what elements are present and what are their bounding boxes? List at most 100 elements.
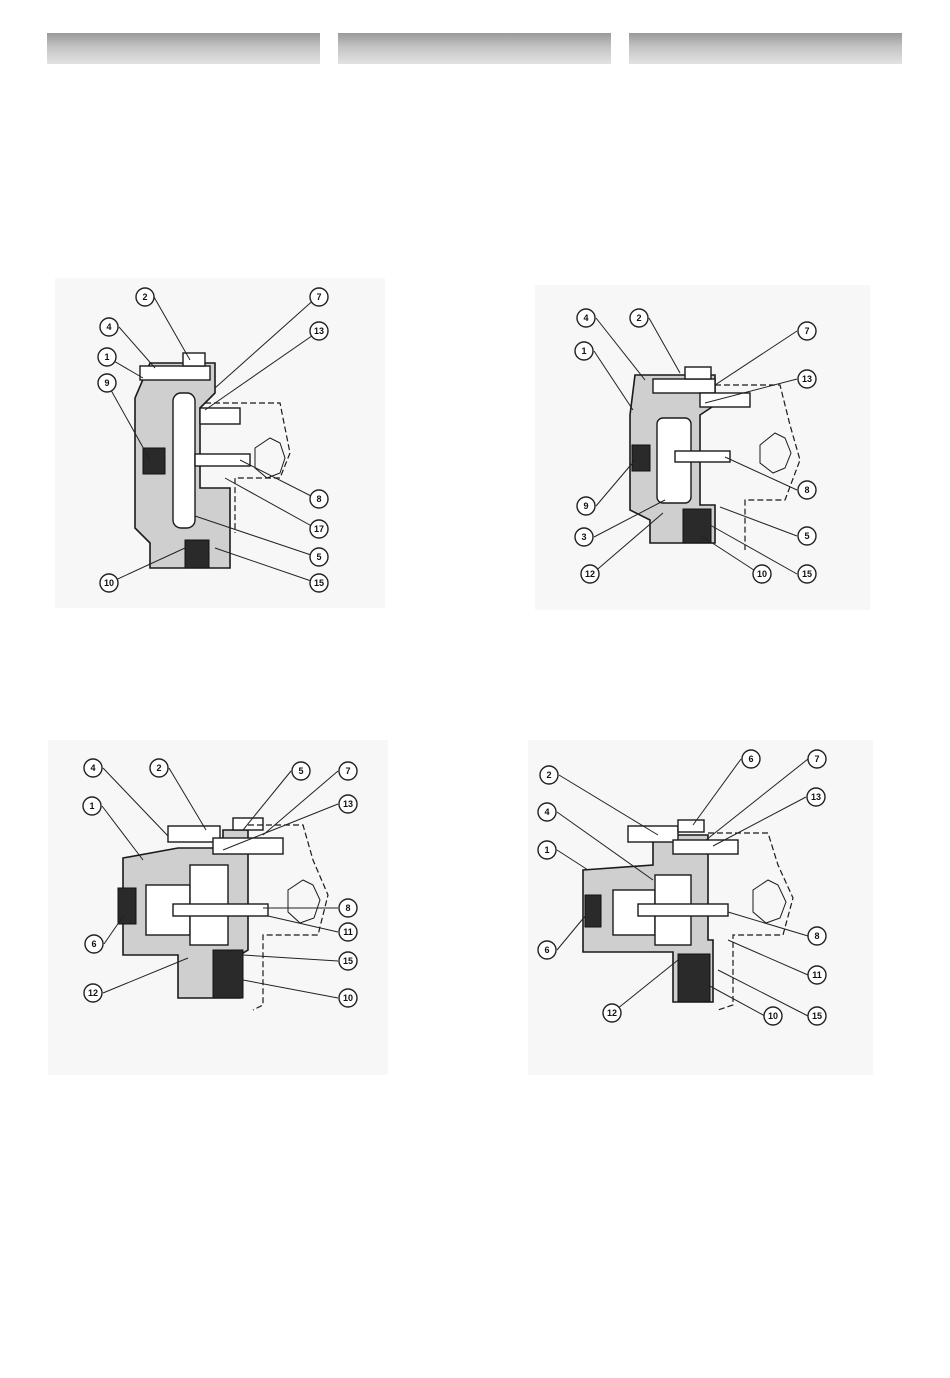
svg-text:15: 15 bbox=[343, 956, 353, 966]
valve-section-drawing-4: 6 7 2 13 4 1 8 6 11 12 10 15 bbox=[528, 740, 873, 1075]
callout-10: 10 bbox=[764, 1007, 782, 1025]
callout-8: 8 bbox=[808, 927, 826, 945]
svg-text:11: 11 bbox=[343, 927, 353, 937]
svg-text:5: 5 bbox=[804, 531, 809, 541]
callout-12: 12 bbox=[581, 565, 599, 583]
valve-body bbox=[630, 367, 750, 543]
callout-1: 1 bbox=[538, 841, 556, 859]
svg-text:1: 1 bbox=[581, 346, 586, 356]
figure-panel-4: 6 7 2 13 4 1 8 6 11 12 10 15 bbox=[528, 740, 873, 1075]
svg-text:11: 11 bbox=[812, 970, 822, 980]
svg-text:15: 15 bbox=[314, 578, 324, 588]
callout-6-top: 6 bbox=[742, 750, 760, 768]
svg-text:2: 2 bbox=[546, 770, 551, 780]
svg-text:5: 5 bbox=[316, 552, 321, 562]
callout-1: 1 bbox=[83, 797, 101, 815]
svg-text:9: 9 bbox=[104, 378, 109, 388]
svg-text:8: 8 bbox=[814, 931, 819, 941]
svg-text:6: 6 bbox=[544, 945, 549, 955]
callout-10: 10 bbox=[339, 989, 357, 1007]
svg-text:12: 12 bbox=[585, 569, 595, 579]
valve-body bbox=[118, 818, 283, 998]
header-bar-2 bbox=[338, 33, 611, 64]
callout-2: 2 bbox=[630, 309, 648, 327]
svg-text:4: 4 bbox=[583, 313, 588, 323]
valve-section-drawing-1: 2 7 4 13 1 9 8 17 5 10 15 bbox=[55, 278, 385, 608]
callout-13: 13 bbox=[339, 795, 357, 813]
callout-2: 2 bbox=[150, 759, 168, 777]
callout-15: 15 bbox=[339, 952, 357, 970]
svg-text:4: 4 bbox=[90, 763, 95, 773]
valve-body bbox=[135, 353, 250, 568]
callout-2: 2 bbox=[540, 766, 558, 784]
svg-text:1: 1 bbox=[544, 845, 549, 855]
svg-text:8: 8 bbox=[316, 494, 321, 504]
callout-17: 17 bbox=[310, 520, 328, 538]
callout-13: 13 bbox=[807, 788, 825, 806]
callout-6: 6 bbox=[85, 935, 103, 953]
callout-4: 4 bbox=[577, 309, 595, 327]
callout-10: 10 bbox=[100, 574, 118, 592]
svg-text:10: 10 bbox=[343, 993, 353, 1003]
pilot-head-dashed bbox=[715, 385, 800, 550]
svg-text:9: 9 bbox=[583, 501, 588, 511]
callout-12: 12 bbox=[603, 1004, 621, 1022]
callout-1: 1 bbox=[575, 342, 593, 360]
callout-9: 9 bbox=[577, 497, 595, 515]
callout-13: 13 bbox=[798, 370, 816, 388]
svg-text:4: 4 bbox=[544, 807, 549, 817]
valve-section-drawing-2: 4 2 7 1 13 9 8 3 5 12 10 15 bbox=[535, 285, 870, 610]
svg-text:12: 12 bbox=[607, 1008, 617, 1018]
svg-text:13: 13 bbox=[314, 326, 324, 336]
callout-15: 15 bbox=[808, 1007, 826, 1025]
svg-text:12: 12 bbox=[88, 988, 98, 998]
callout-8: 8 bbox=[310, 490, 328, 508]
svg-text:10: 10 bbox=[757, 569, 767, 579]
svg-text:6: 6 bbox=[748, 754, 753, 764]
figure-panel-3: 4 2 5 7 13 1 8 6 11 15 12 10 bbox=[48, 740, 388, 1075]
svg-text:13: 13 bbox=[811, 792, 821, 802]
svg-text:3: 3 bbox=[581, 532, 586, 542]
callout-4: 4 bbox=[100, 318, 118, 336]
svg-text:8: 8 bbox=[804, 485, 809, 495]
svg-text:8: 8 bbox=[345, 903, 350, 913]
pilot-head-dashed bbox=[708, 833, 793, 1010]
callout-13: 13 bbox=[310, 322, 328, 340]
callout-7: 7 bbox=[339, 762, 357, 780]
callout-6: 6 bbox=[538, 941, 556, 959]
callout-15: 15 bbox=[310, 574, 328, 592]
callout-1: 1 bbox=[98, 348, 116, 366]
callout-7: 7 bbox=[798, 322, 816, 340]
svg-text:1: 1 bbox=[104, 352, 109, 362]
callout-5: 5 bbox=[292, 762, 310, 780]
callout-11: 11 bbox=[339, 923, 357, 941]
svg-text:17: 17 bbox=[314, 524, 324, 534]
svg-text:4: 4 bbox=[106, 322, 111, 332]
callout-8: 8 bbox=[339, 899, 357, 917]
svg-text:2: 2 bbox=[156, 763, 161, 773]
valve-section-drawing-3: 4 2 5 7 13 1 8 6 11 15 12 10 bbox=[48, 740, 388, 1075]
callout-7: 7 bbox=[808, 750, 826, 768]
callout-7: 7 bbox=[310, 288, 328, 306]
svg-text:7: 7 bbox=[814, 754, 819, 764]
callout-10: 10 bbox=[753, 565, 771, 583]
callout-5: 5 bbox=[310, 548, 328, 566]
svg-text:13: 13 bbox=[343, 799, 353, 809]
callout-3: 3 bbox=[575, 528, 593, 546]
svg-text:7: 7 bbox=[316, 292, 321, 302]
svg-text:15: 15 bbox=[812, 1011, 822, 1021]
svg-text:13: 13 bbox=[802, 374, 812, 384]
callout-4: 4 bbox=[538, 803, 556, 821]
header-bar-3 bbox=[629, 33, 902, 64]
callout-15: 15 bbox=[798, 565, 816, 583]
callout-4: 4 bbox=[84, 759, 102, 777]
svg-text:2: 2 bbox=[142, 292, 147, 302]
svg-text:15: 15 bbox=[802, 569, 812, 579]
callout-8: 8 bbox=[798, 481, 816, 499]
callout-12: 12 bbox=[84, 984, 102, 1002]
callout-2: 2 bbox=[136, 288, 154, 306]
svg-text:6: 6 bbox=[91, 939, 96, 949]
svg-text:10: 10 bbox=[104, 578, 114, 588]
svg-text:1: 1 bbox=[89, 801, 94, 811]
figure-panel-2: 4 2 7 1 13 9 8 3 5 12 10 15 bbox=[535, 285, 870, 610]
